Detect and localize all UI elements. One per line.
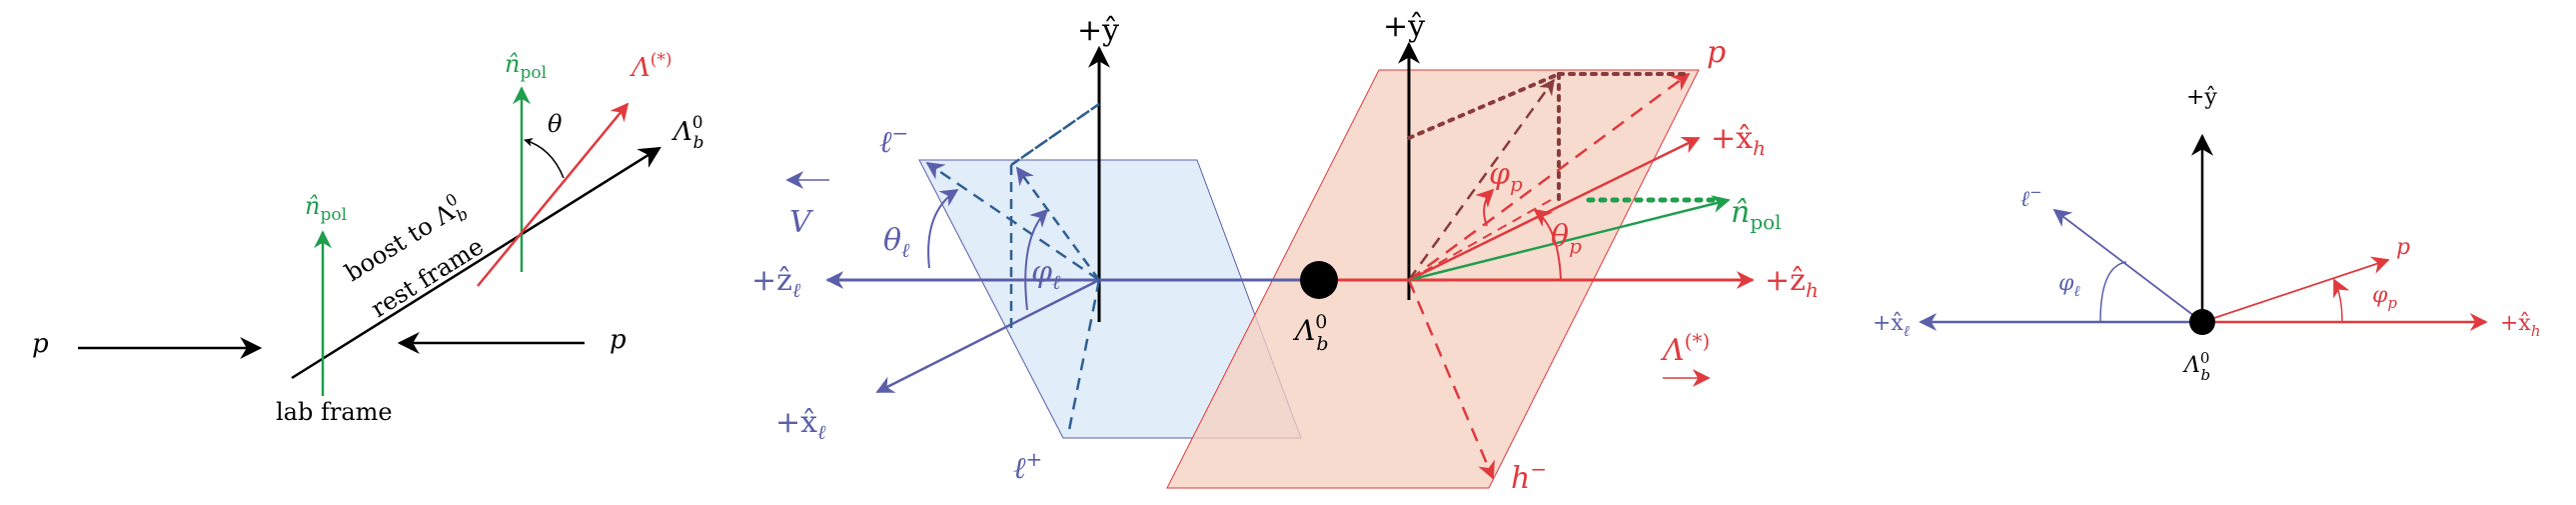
theta-l-label: θℓ [883,223,910,262]
p-dashed-arrow [1408,72,1691,282]
phi-p-arc [1475,188,1495,227]
phi-l-label: φℓ [1031,255,1061,294]
lambda-b-dot [1300,261,1338,299]
plus-z-h-label: +ẑh [1765,263,1819,302]
n-pol-arrow [1408,195,1731,282]
p-label: p [1707,35,1726,70]
l-minus-label: ℓ− [879,121,908,160]
theta-arc [524,137,565,179]
npol-lab-label: n̂pol [305,192,347,225]
lepton-projection-top-h [1010,102,1100,167]
plus-y-label: +ŷ [2186,85,2217,110]
V-label: V [789,205,814,240]
phi-l-arc [2099,261,2127,323]
plus-y-left-label: +ŷ [1077,13,1119,48]
n-pol-label: n̂pol [1731,195,1782,234]
l-minus-label: ℓ− [2020,183,2042,212]
lambda-star-label: Λ(*) [630,50,672,83]
p-projection-arrow [1407,78,1556,281]
p-projection-left [1407,72,1561,140]
theta-p-label: θp [1551,219,1582,258]
h-minus-arrow [1407,279,1495,480]
proton-left-label: p [32,329,49,359]
plus-x-h-label: +x̂h [1711,121,1766,160]
p-arrow [2201,256,2390,323]
lambda-b-dot [2189,309,2215,335]
l-minus-arrow [2052,208,2203,323]
proton-right-label: p [610,325,627,355]
phi-p-arc [2333,278,2350,323]
plus-x-h-label: +x̂h [2500,311,2541,340]
plus-x-l-label: +x̂ℓ [775,405,826,444]
plus-x-l-label: +x̂ℓ [1873,311,1910,340]
plus-x-h-axis [1408,136,1701,282]
theta-label: θ [548,110,563,138]
phi-p-label: φp [1489,157,1523,196]
lambda-b-direction-arrow [291,146,661,380]
lepton-projection-arrow [1015,166,1101,281]
theta-p-arc [1533,208,1562,281]
plus-z-l-label: +ẑℓ [751,263,801,302]
theta-l-arc [927,189,959,269]
l-plus-label: ℓ+ [1013,447,1042,486]
lambda-star-arrow [477,102,630,287]
plus-y-right-label: +ŷ [1383,9,1425,44]
npol-rest-label: n̂pol [505,50,547,83]
lambda-star-label: Λ(*) [1660,329,1710,368]
panel-middle: +ŷ +ŷ +ẑℓ +ẑh V +x̂ℓ ℓ− ℓ+ θℓ φℓ [751,9,1819,496]
l-minus-arrow [925,161,1100,282]
phi-p-label: φp [2372,283,2397,312]
p-label: p [2396,235,2410,260]
l-plus-line [1067,279,1101,431]
phi-l-label: φℓ [2058,271,2080,300]
plus-x-l-axis [875,278,1100,394]
phi-l-arc [1024,208,1049,311]
lab-frame-label: lab frame [276,398,393,426]
h-minus-label: h− [1511,457,1547,496]
